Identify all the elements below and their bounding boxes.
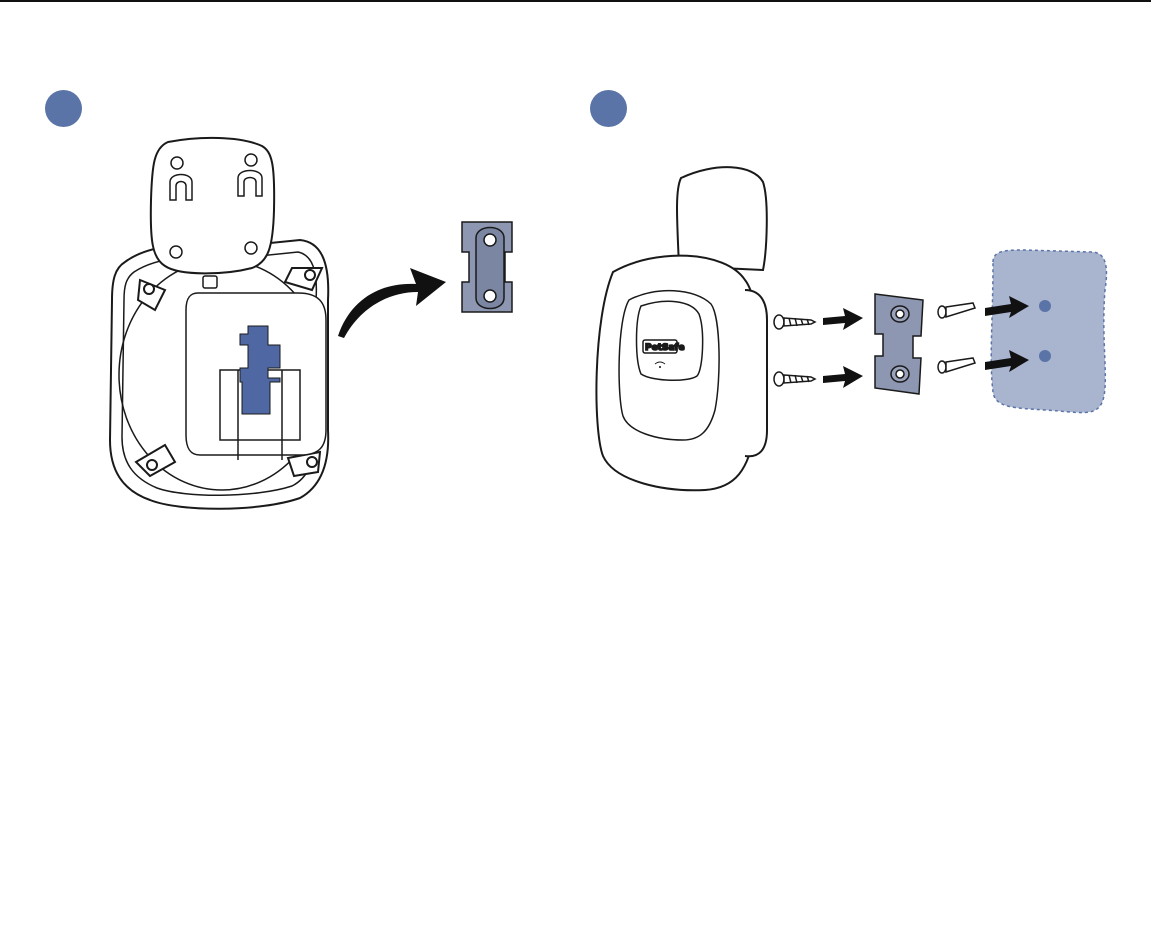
device-lid-open — [151, 138, 274, 288]
wall-anchor-bottom — [938, 358, 975, 373]
wall-mount-bracket — [875, 294, 923, 394]
step-1-panel — [0, 0, 575, 520]
step-1-illustration — [0, 0, 575, 520]
wall-drill-hole-top — [1039, 300, 1051, 312]
screw-top — [774, 315, 815, 329]
step-2-illustration: PetSafe — [575, 0, 1151, 520]
mounting-bracket-detached — [462, 222, 512, 312]
screw-arrow-bottom — [823, 366, 863, 388]
wall-surface — [991, 250, 1106, 413]
step-2-panel: PetSafe — [575, 0, 1151, 520]
screw-bottom — [774, 372, 815, 386]
remove-direction-arrow — [338, 268, 446, 338]
wall-anchor-top — [938, 303, 975, 318]
brand-logo-text: PetSafe — [645, 343, 685, 353]
wall-drill-hole-bottom — [1039, 350, 1051, 362]
device-closed — [596, 167, 767, 490]
screw-arrow-top — [823, 308, 863, 330]
